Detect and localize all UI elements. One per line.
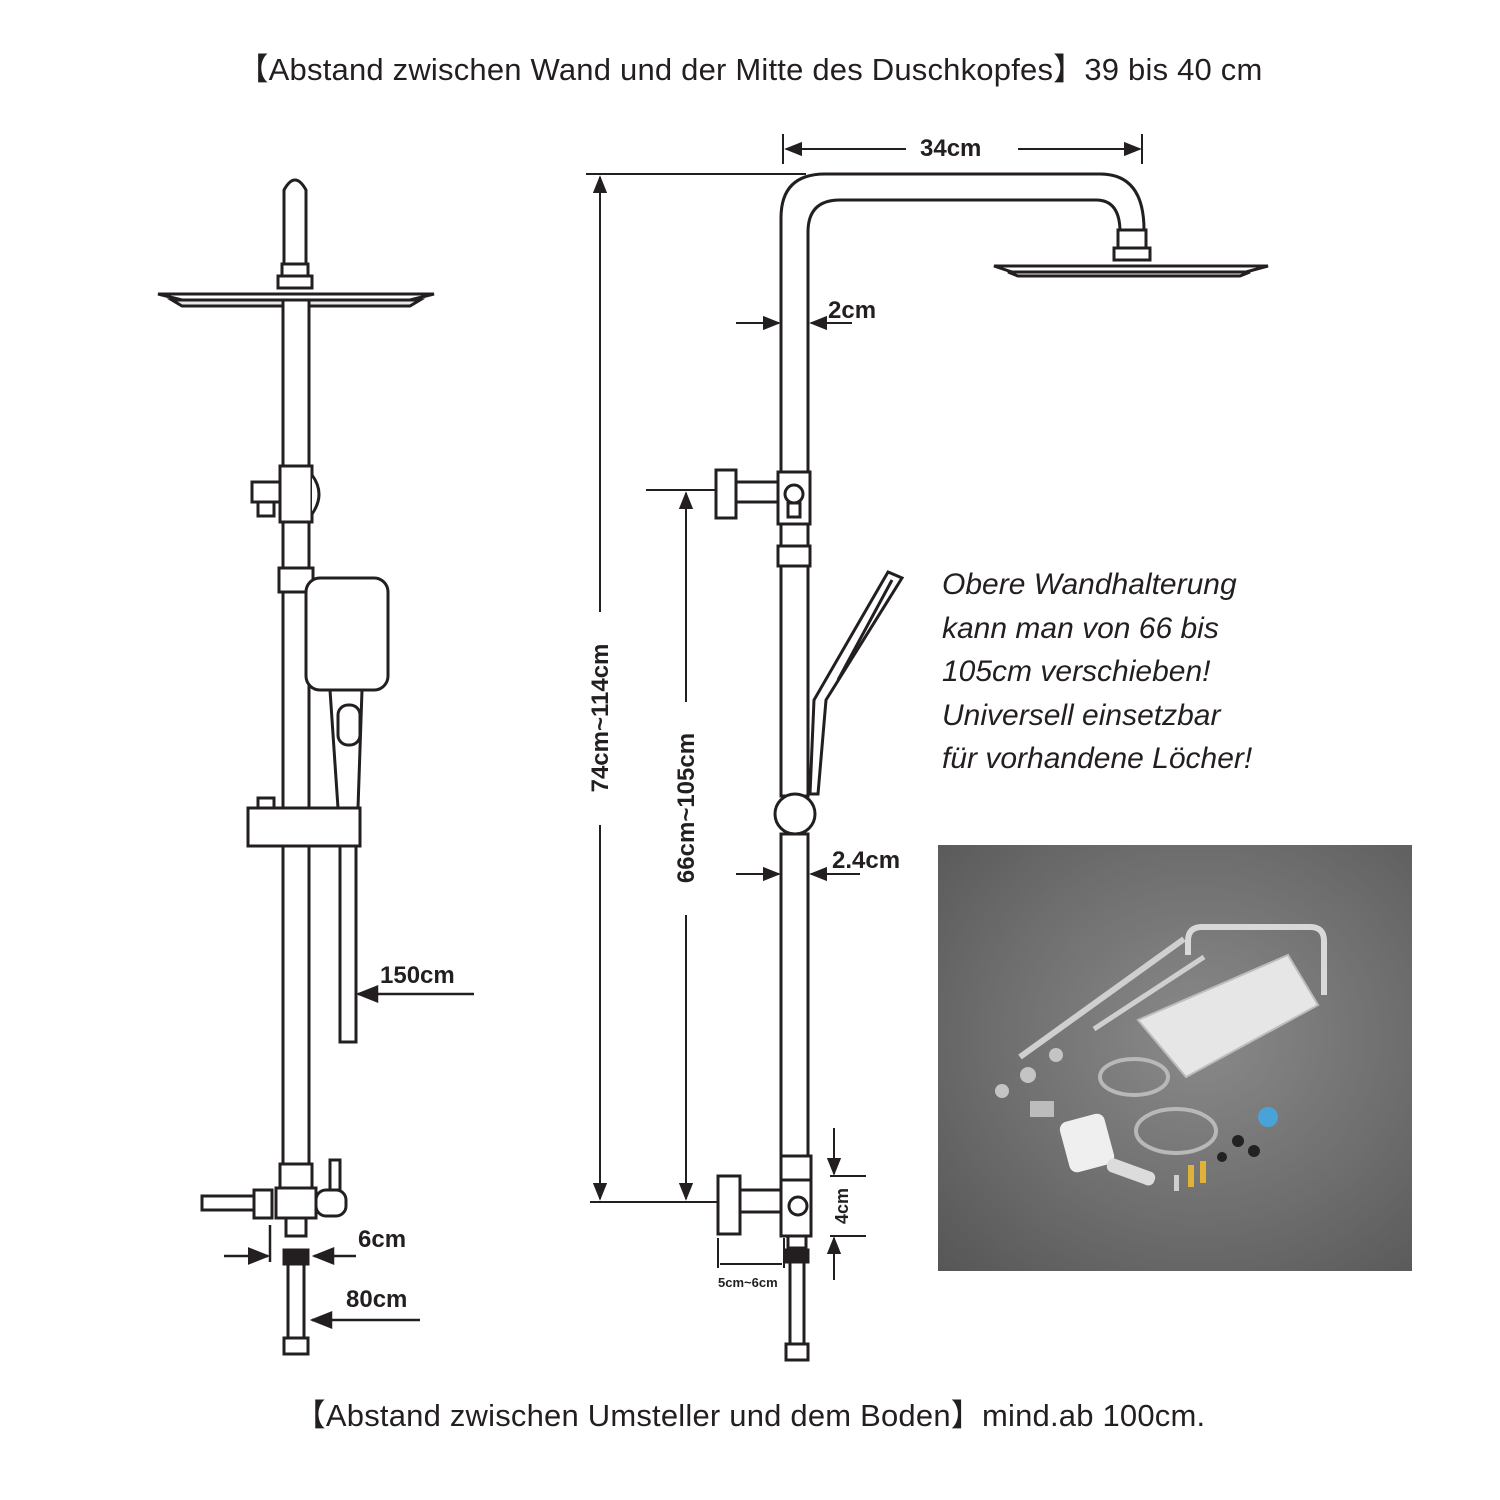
pipe-top-diameter-label: 2cm bbox=[828, 297, 876, 324]
pipe-bottom-diameter-label: 2.4cm bbox=[832, 847, 900, 874]
note-line: für vorhandene Löcher! bbox=[942, 742, 1253, 775]
note-line: kann man von 66 bis bbox=[942, 611, 1219, 645]
adjustment-note: Obere Wandhalterung kann man von 66 bis … bbox=[942, 563, 1252, 781]
hose-length-label: 150cm bbox=[380, 962, 455, 989]
bracket-height-label: 66cm~105cm bbox=[673, 733, 700, 883]
front-view bbox=[157, 178, 435, 1356]
total-height-label: 74cm~114cm bbox=[587, 644, 614, 793]
wall-distance-label: 5cm~6cm bbox=[718, 1275, 778, 1290]
note-line: Universell einsetzbar bbox=[942, 698, 1221, 732]
front-dimensions bbox=[224, 985, 474, 1329]
note-line: 105cm verschieben! bbox=[942, 655, 1211, 688]
mixer-height-label: 4cm bbox=[832, 1188, 852, 1224]
side-view bbox=[714, 172, 1269, 1362]
connector-hose-label: 80cm bbox=[346, 1286, 407, 1313]
offset-label: 6cm bbox=[358, 1226, 406, 1253]
product-set-photo bbox=[938, 845, 1412, 1271]
caption-top: 【Abstand zwischen Wand und der Mitte des… bbox=[237, 52, 1263, 87]
side-dimensions bbox=[586, 134, 1143, 1280]
note-line: Obere Wandhalterung bbox=[942, 568, 1237, 601]
arm-length-label: 34cm bbox=[920, 135, 981, 162]
product-parts-icon bbox=[995, 924, 1327, 1191]
caption-bottom: 【Abstand zwischen Umsteller und dem Bode… bbox=[294, 1398, 1206, 1433]
